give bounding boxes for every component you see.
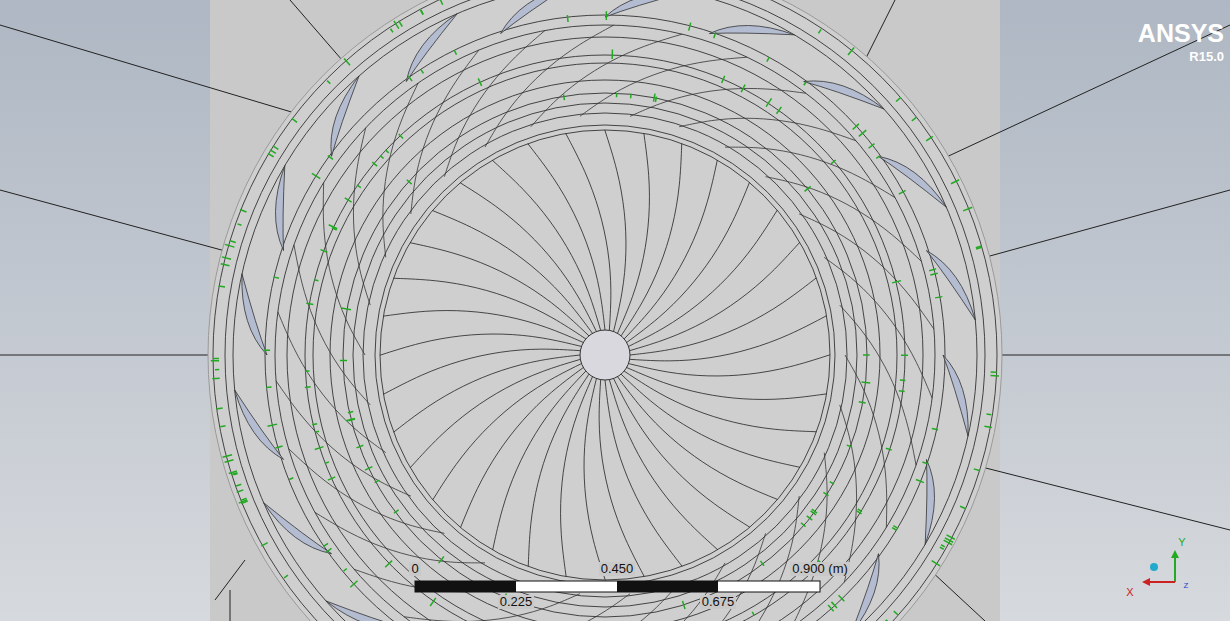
scale-value: 0.900 (m) — [790, 562, 850, 576]
scale-value: 0 — [409, 562, 420, 576]
axis-label: Z — [1184, 582, 1189, 591]
scale-value: 0.675 — [700, 595, 737, 609]
axis-label: Y — [1178, 536, 1185, 548]
version-label: R15.0 — [1189, 50, 1224, 64]
scale-value: 0.450 — [599, 562, 636, 576]
axis-label: X — [1126, 586, 1133, 598]
brand-logo: ANSYS — [1138, 20, 1224, 48]
scale-value: 0.225 — [498, 595, 535, 609]
